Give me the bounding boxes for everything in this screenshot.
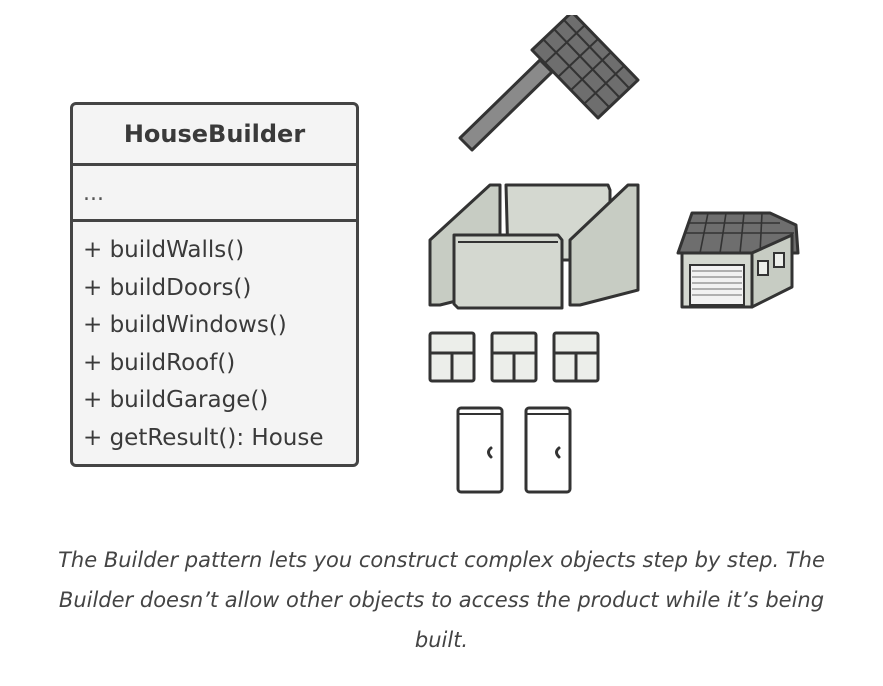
class-methods: + buildWalls() + buildDoors() + buildWin… <box>73 222 356 457</box>
window-icon <box>490 331 538 383</box>
window-icon <box>428 331 476 383</box>
uml-class-box: HouseBuilder ... + buildWalls() + buildD… <box>70 102 359 467</box>
walls-icon <box>428 183 640 310</box>
method-item: + buildWalls() <box>83 237 245 263</box>
method-item: + buildRoof() <box>83 349 236 376</box>
class-fields: ... <box>73 166 356 222</box>
figure-caption: The Builder pattern lets you construct c… <box>58 548 825 652</box>
method-item: + getResult(): House <box>83 424 324 451</box>
roof-icon <box>458 15 640 152</box>
house-parts-illustration <box>428 15 800 494</box>
method-item: + buildDoors() <box>83 274 252 301</box>
window-icon <box>552 331 600 383</box>
method-item: + buildWindows() <box>83 312 287 338</box>
door-icon <box>456 406 504 494</box>
method-item: + buildGarage() <box>83 387 269 413</box>
door-icon <box>524 406 572 494</box>
class-name: HouseBuilder <box>73 105 356 166</box>
garage-icon <box>676 211 800 309</box>
